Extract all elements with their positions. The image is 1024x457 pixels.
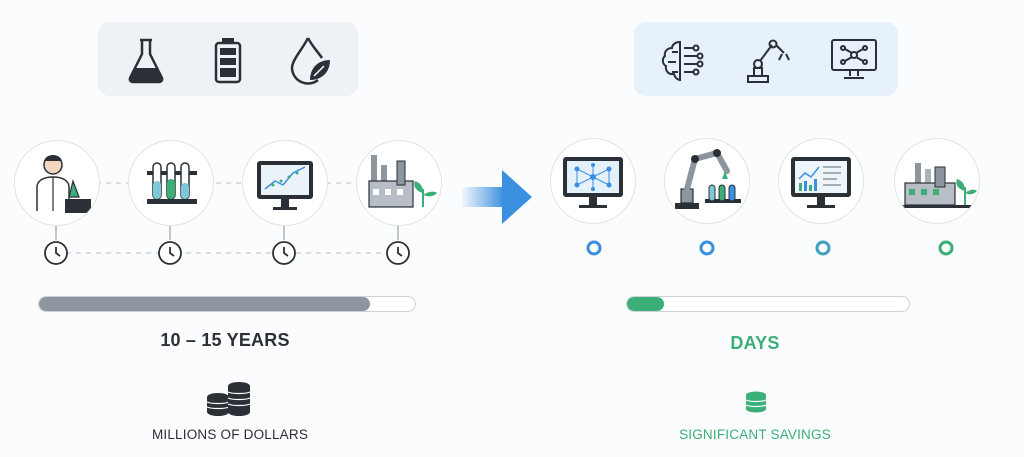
factory-icon [356, 140, 442, 226]
monitor-chart-icon [242, 140, 328, 226]
monitor-neural-net-icon [550, 138, 636, 224]
monitor-network-icon [828, 34, 880, 86]
clock-icon [43, 240, 69, 266]
coin-stack-icon [744, 390, 768, 414]
transition-arrow-icon [462, 170, 532, 224]
robot-lab-icon [664, 138, 750, 224]
traditional-time-label: 10 – 15 YEARS [160, 330, 290, 350]
test-tubes-icon [128, 140, 214, 226]
clock-icon [385, 240, 411, 266]
clock-icon [271, 240, 297, 266]
traditional-progress-bar [38, 296, 416, 312]
traditional-progress-fill [39, 297, 370, 311]
ai-timeline [586, 240, 954, 256]
coins-stack-icon [204, 380, 254, 416]
ai-time-label: DAYS [730, 333, 780, 353]
clock-icon [157, 240, 183, 266]
ai-progress-bar [626, 296, 910, 312]
water-leaf-icon [284, 34, 336, 86]
ai-progress-fill [627, 297, 664, 311]
traditional-timeline-connectors [55, 182, 399, 254]
robot-arm-icon [742, 34, 794, 86]
flask-icon [120, 34, 172, 86]
ai-cost-label: SIGNIFICANT SAVINGS [679, 427, 831, 442]
scientist-icon [14, 140, 100, 226]
green-factory-icon [894, 138, 980, 224]
monitor-analytics-icon [778, 138, 864, 224]
battery-icon [202, 34, 254, 86]
ai-brain-icon [656, 34, 708, 86]
traditional-cost-label: MILLIONS OF DOLLARS [151, 427, 309, 442]
